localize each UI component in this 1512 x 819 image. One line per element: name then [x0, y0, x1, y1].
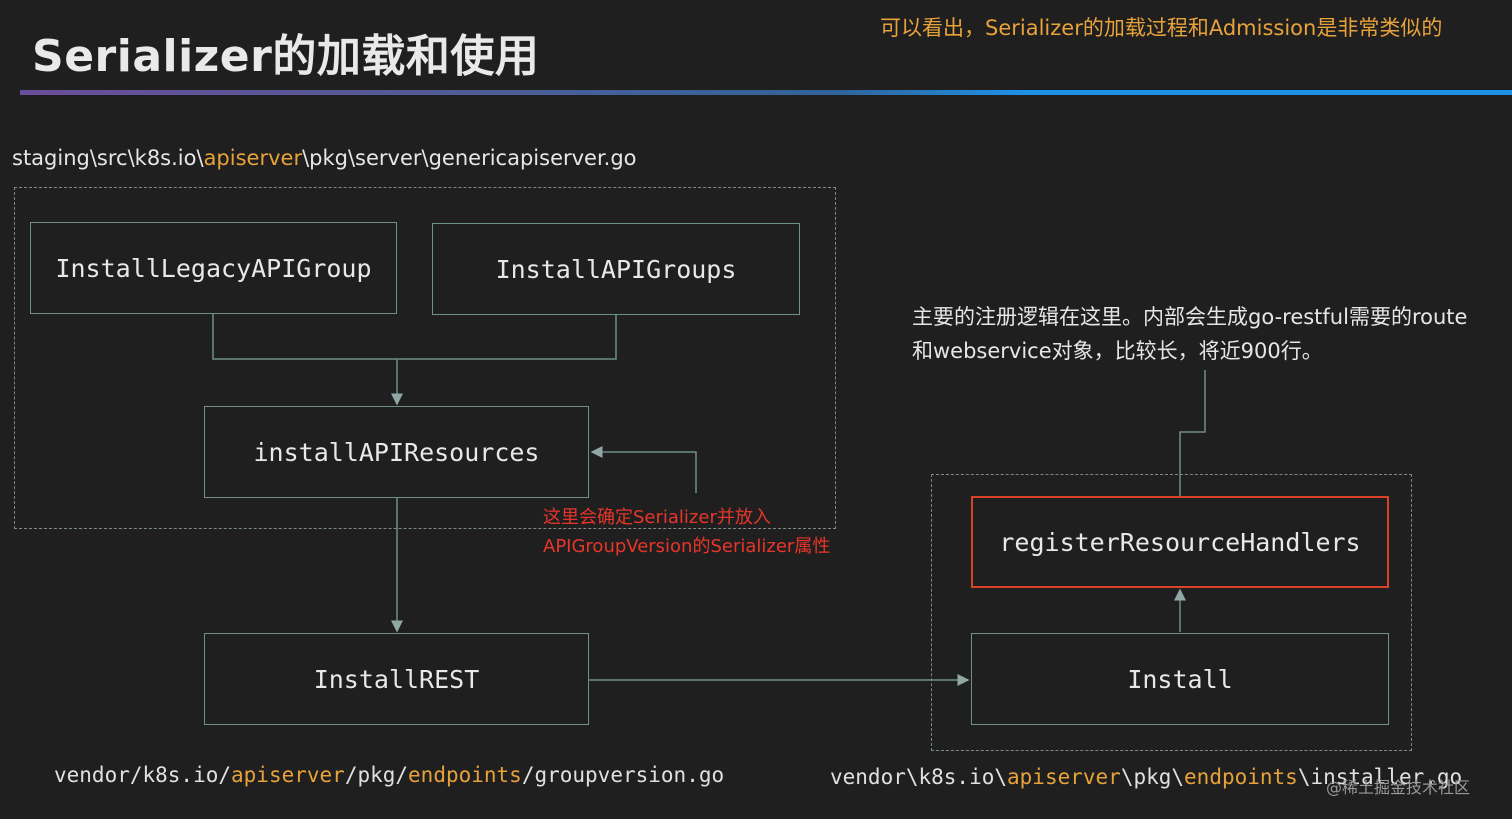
install-rest-box: InstallREST [204, 633, 589, 725]
serializer-note: 这里会确定Serializer并放入 APIGroupVersion的Seria… [543, 503, 830, 561]
apigroups-to-merge-line [397, 315, 617, 360]
legacy-to-merge-line [212, 314, 397, 360]
subtitle-note: 可以看出，Serializer的加载过程和Admission是非常类似的 [880, 16, 1443, 40]
br-path-part1: vendor\k8s.io\ [830, 765, 1008, 789]
install-box: Install [971, 633, 1389, 725]
page-title: Serializer的加载和使用 [32, 31, 540, 82]
bl-path-highlight2: endpoints [408, 763, 522, 787]
top-path-suffix: \pkg\server\genericapiserver.go [302, 146, 637, 170]
serializer-note-line1: 这里会确定Serializer并放入 [543, 507, 771, 528]
bl-path-part3: /groupversion.go [521, 763, 725, 787]
title-underline [20, 90, 1512, 95]
groupversion-file-path: vendor/k8s.io/apiserver/pkg/endpoints/gr… [54, 763, 724, 787]
bl-path-highlight1: apiserver [231, 763, 345, 787]
top-path-prefix: staging\src\k8s.io\ [12, 146, 204, 170]
register-resource-handlers-box: registerResourceHandlers [971, 496, 1389, 588]
br-path-part2: \pkg\ [1120, 765, 1185, 789]
top-path-highlight: apiserver [203, 146, 303, 170]
register-logic-note: 主要的注册逻辑在这里。内部会生成go-restful需要的route 和webs… [912, 300, 1502, 368]
installer-file-path: vendor\k8s.io\apiserver\pkg\endpoints\in… [830, 765, 1462, 789]
installer-container [931, 474, 1412, 751]
install-legacy-api-group-box: InstallLegacyAPIGroup [30, 222, 397, 314]
watermark: @稀土掘金技术社区 [1326, 778, 1471, 797]
serializer-note-line2: APIGroupVersion的Serializer属性 [543, 536, 831, 557]
red-note-pointer-arrow [590, 446, 697, 493]
br-path-highlight1: apiserver [1007, 765, 1121, 789]
install-api-groups-box: InstallAPIGroups [432, 223, 800, 315]
register-logic-note-line2: 和webservice对象，比较长，将近900行。 [912, 339, 1323, 363]
bl-path-part1: vendor/k8s.io/ [54, 763, 232, 787]
br-path-part3: \installer.go [1297, 765, 1463, 789]
generic-apiserver-container [14, 187, 836, 529]
install-api-resources-box: installAPIResources [204, 406, 589, 498]
top-file-path: staging\src\k8s.io\apiserver\pkg\server\… [12, 146, 637, 170]
bl-path-part2: /pkg/ [344, 763, 409, 787]
register-to-note-line [1179, 370, 1206, 496]
br-path-highlight2: endpoints [1184, 765, 1298, 789]
register-logic-note-line1: 主要的注册逻辑在这里。内部会生成go-restful需要的route [912, 305, 1468, 329]
